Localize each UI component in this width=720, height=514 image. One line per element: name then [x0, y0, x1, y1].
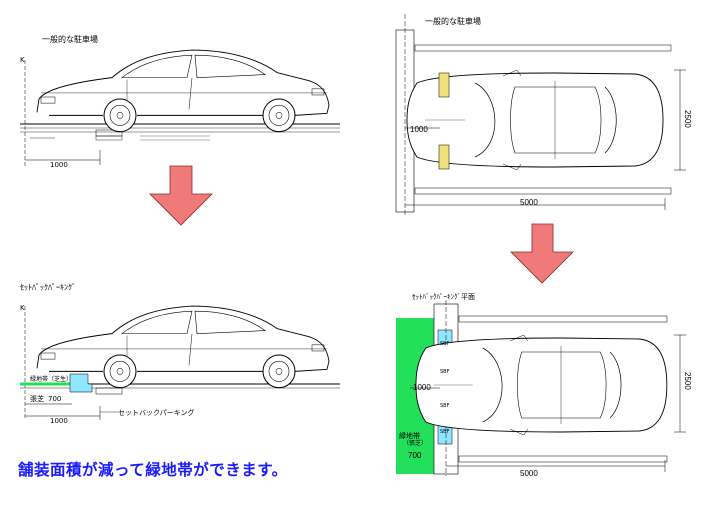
k-marker-bottom: K: [20, 304, 25, 312]
panel-top-left: [20, 49, 340, 168]
panel-bottom-right: [396, 300, 686, 476]
label-setback-parking: セットバックパーキング: [118, 409, 195, 417]
k-marker-top: K: [20, 56, 25, 64]
label-green-belt-plan: 緑地帯: [399, 432, 420, 440]
caption-green-area: 舗装面積が減って緑地帯ができます。: [18, 461, 288, 479]
label-green-belt-side: 緑地帯（芝生）: [30, 376, 73, 383]
title-setback-parking-left: ｾｯﾄﾊﾞｯｸﾊﾟｰｷﾝｸﾞ: [20, 283, 76, 292]
sbf-mark-3: SBF: [440, 403, 450, 409]
dim-1000-top-right: 1000: [410, 125, 428, 134]
dim-1000-bottom-left: 1000: [50, 417, 68, 425]
sbf-mark-2: SBF: [440, 369, 450, 375]
dim-700-side: 700: [48, 395, 62, 403]
title-general-parking-right: 一般的な駐車場: [425, 17, 481, 26]
title-setback-parking-plan: ｾｯﾄﾊﾞｯｸﾊﾟｰｷﾝｸﾞ平面: [412, 293, 475, 301]
title-general-parking-left: 一般的な駐車場: [42, 35, 98, 44]
dim-2500-top-right: 2500: [683, 110, 692, 128]
label-turf: 張芝: [30, 395, 44, 403]
down-arrow-right: [510, 223, 574, 284]
panel-top-right: [395, 14, 686, 215]
wheel-stop-block: [69, 373, 93, 393]
dim-5000-bottom-right: 5000: [520, 469, 538, 478]
panel-bottom-left: [20, 305, 340, 420]
dim-1000-bottom-right: 1000: [413, 383, 431, 392]
down-arrow-left: [149, 165, 213, 226]
car-side-view-top: [36, 49, 330, 133]
dim-2500-bottom-right: 2500: [683, 372, 692, 390]
dim-1000-top-left: 1000: [50, 161, 68, 169]
sbf-mark-1: SBF: [440, 341, 450, 347]
dim-700-plan: 700: [408, 451, 422, 460]
dim-5000-top-right: 5000: [520, 198, 538, 207]
wheel-stop-upper: [438, 72, 450, 98]
sbf-mark-4: SBF: [440, 429, 450, 435]
wheel-stop-lower: [438, 144, 450, 170]
label-green-belt-turf: （張芝）: [403, 440, 428, 447]
car-top-view-lower: [415, 334, 668, 436]
